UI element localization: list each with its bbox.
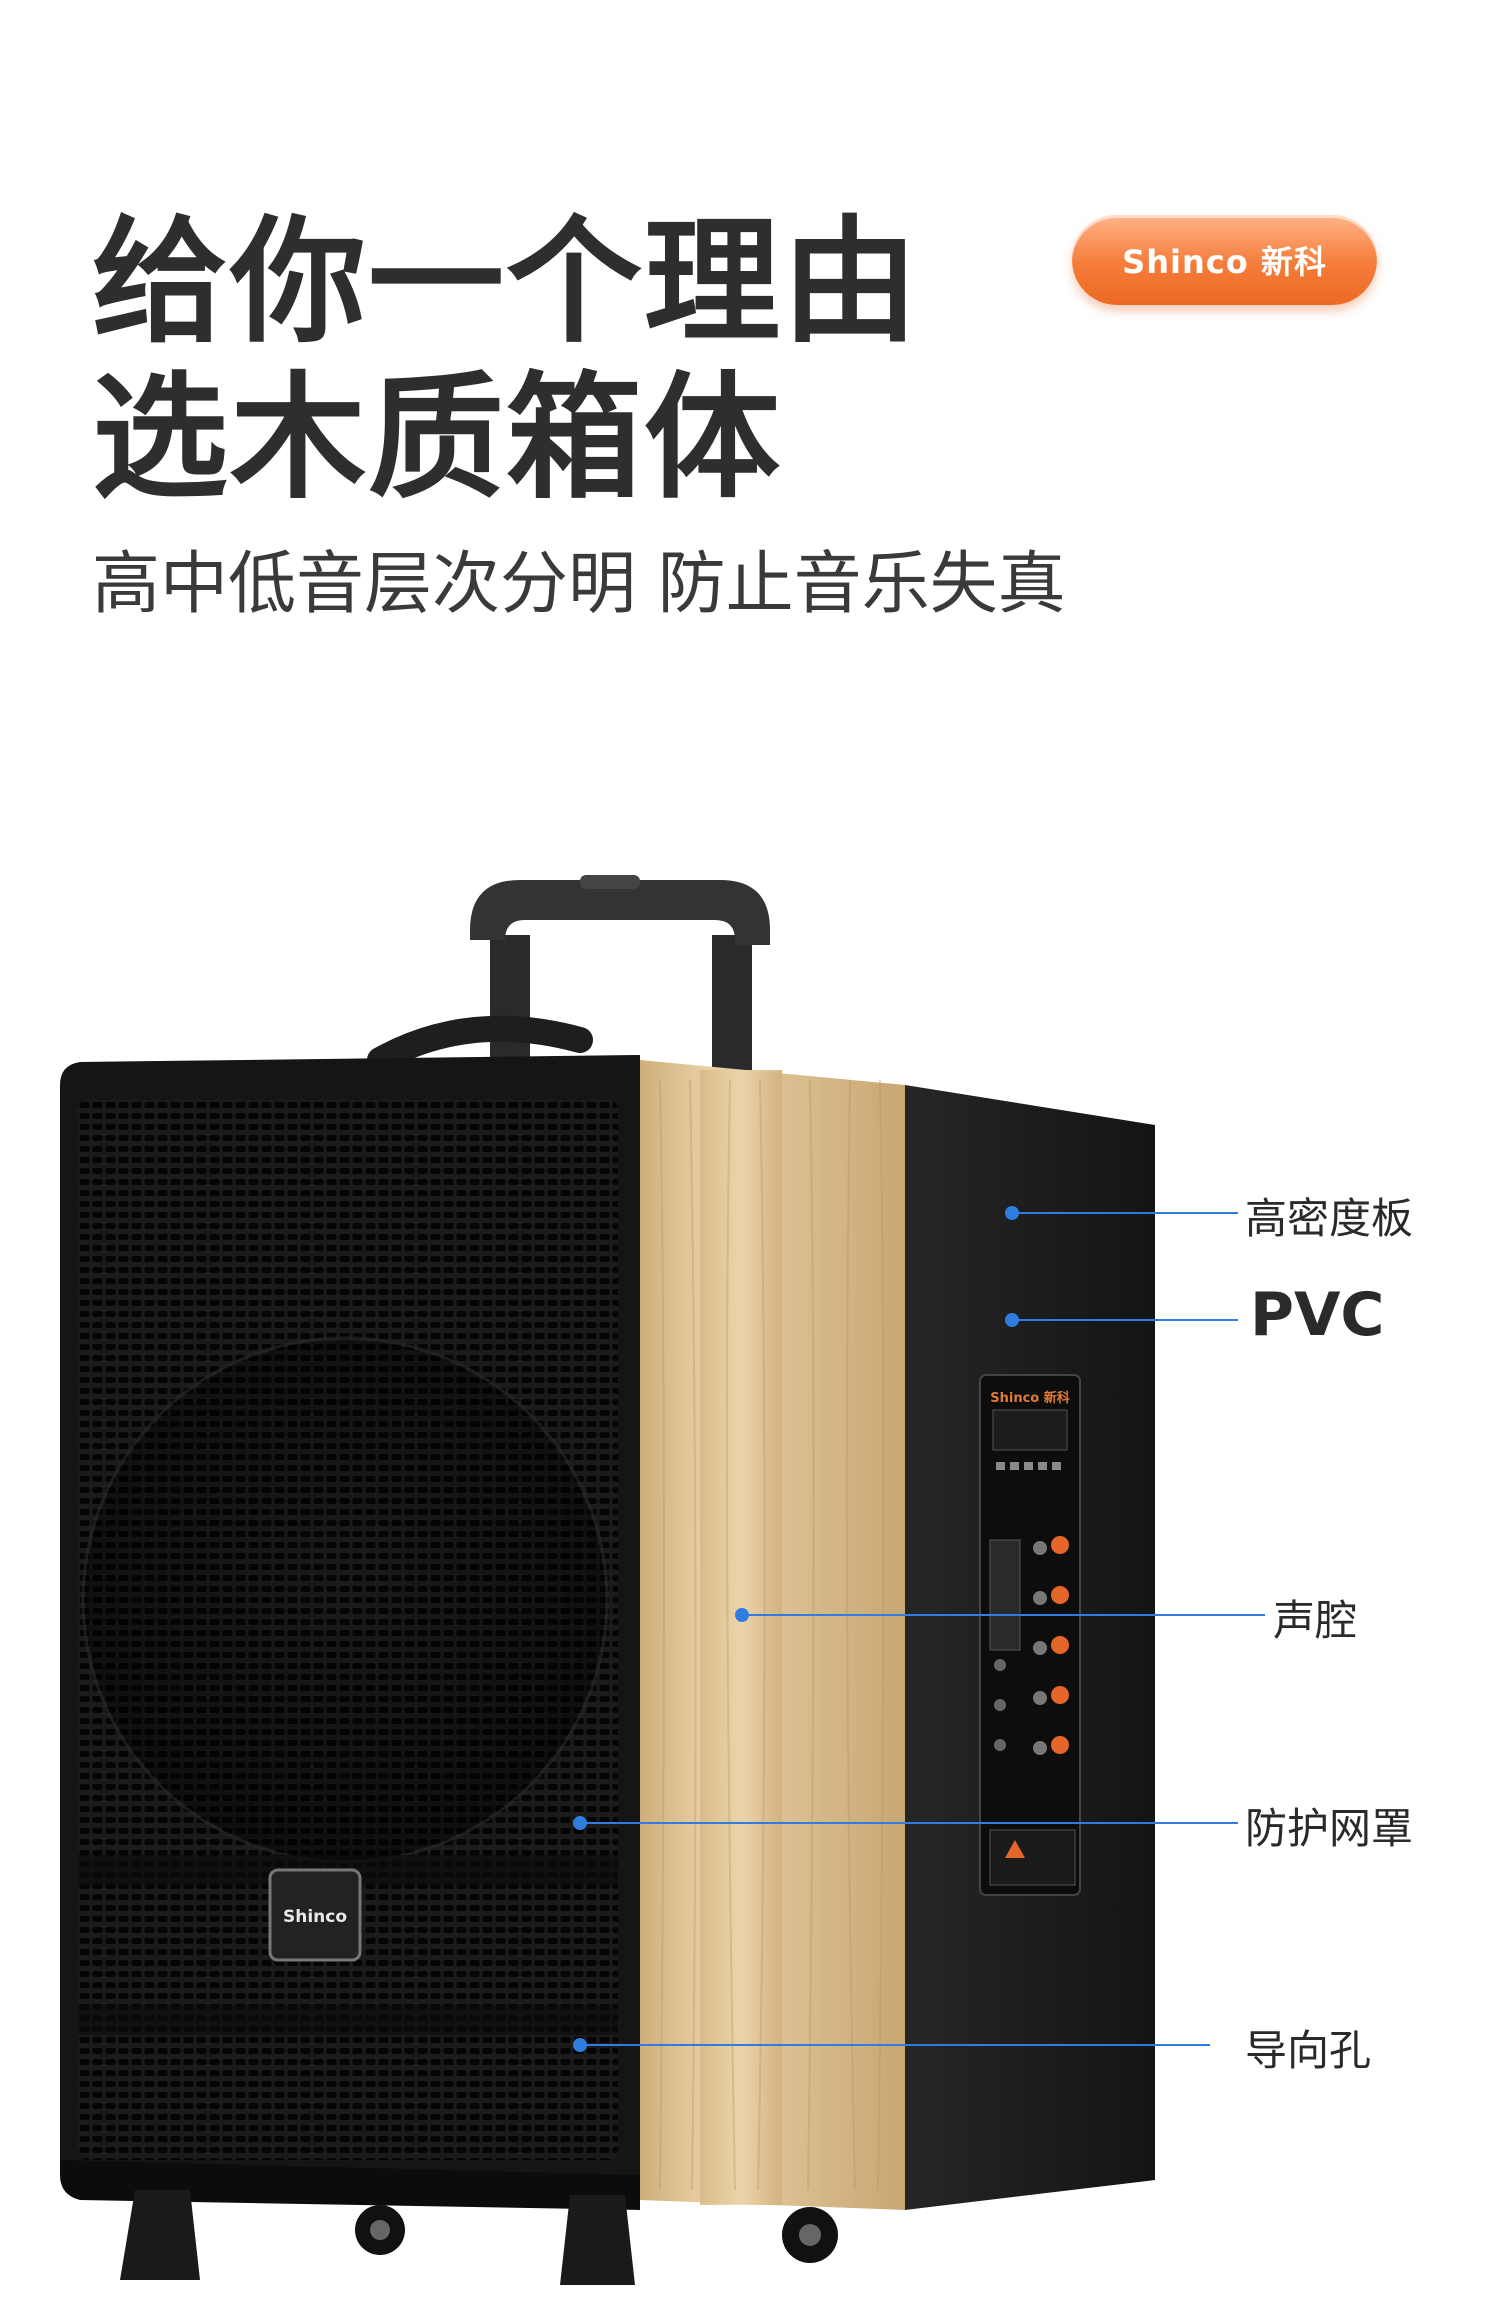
callout-label-pvc: PVC [1250,1280,1385,1350]
callout-label-sound-chamber: 声腔 [1273,1596,1358,1645]
callout-label-bass-port: 导向孔 [1245,2026,1372,2075]
callout-label-protective-grille: 防护网罩 [1245,1804,1414,1853]
headline-line-2: 选木质箱体 [92,360,782,518]
panel-buttons [996,1462,1061,1470]
brand-badge-label: Shinco 新科 [1122,243,1327,281]
callout-lines [573,1206,1265,2052]
panel-logo: Shinco 新科 [990,1390,1070,1406]
speaker-front: Shinco [60,1055,640,2210]
grille-logo: Shinco [283,1907,347,1927]
side-panel: Shinco 新科 [905,1085,1155,2210]
callout-label-hdf-board: 高密度板 [1245,1194,1414,1243]
panel-knobs [994,1536,1069,1755]
control-panel [979,1374,1081,1896]
brand-badge: Shinco 新科 [1072,215,1377,305]
carry-strap [367,1015,593,1073]
subheadline: 高中低音层次分明 防止音乐失真 [92,545,1066,624]
grille-logo-badge [268,1868,362,1962]
feet-and-wheels [120,2190,838,2285]
wood-cabinet [640,1060,905,2210]
display-screen [992,1409,1068,1451]
headline: 给你一个理由 选木质箱体 [92,205,920,517]
headline-line-1: 给你一个理由 [92,204,920,362]
